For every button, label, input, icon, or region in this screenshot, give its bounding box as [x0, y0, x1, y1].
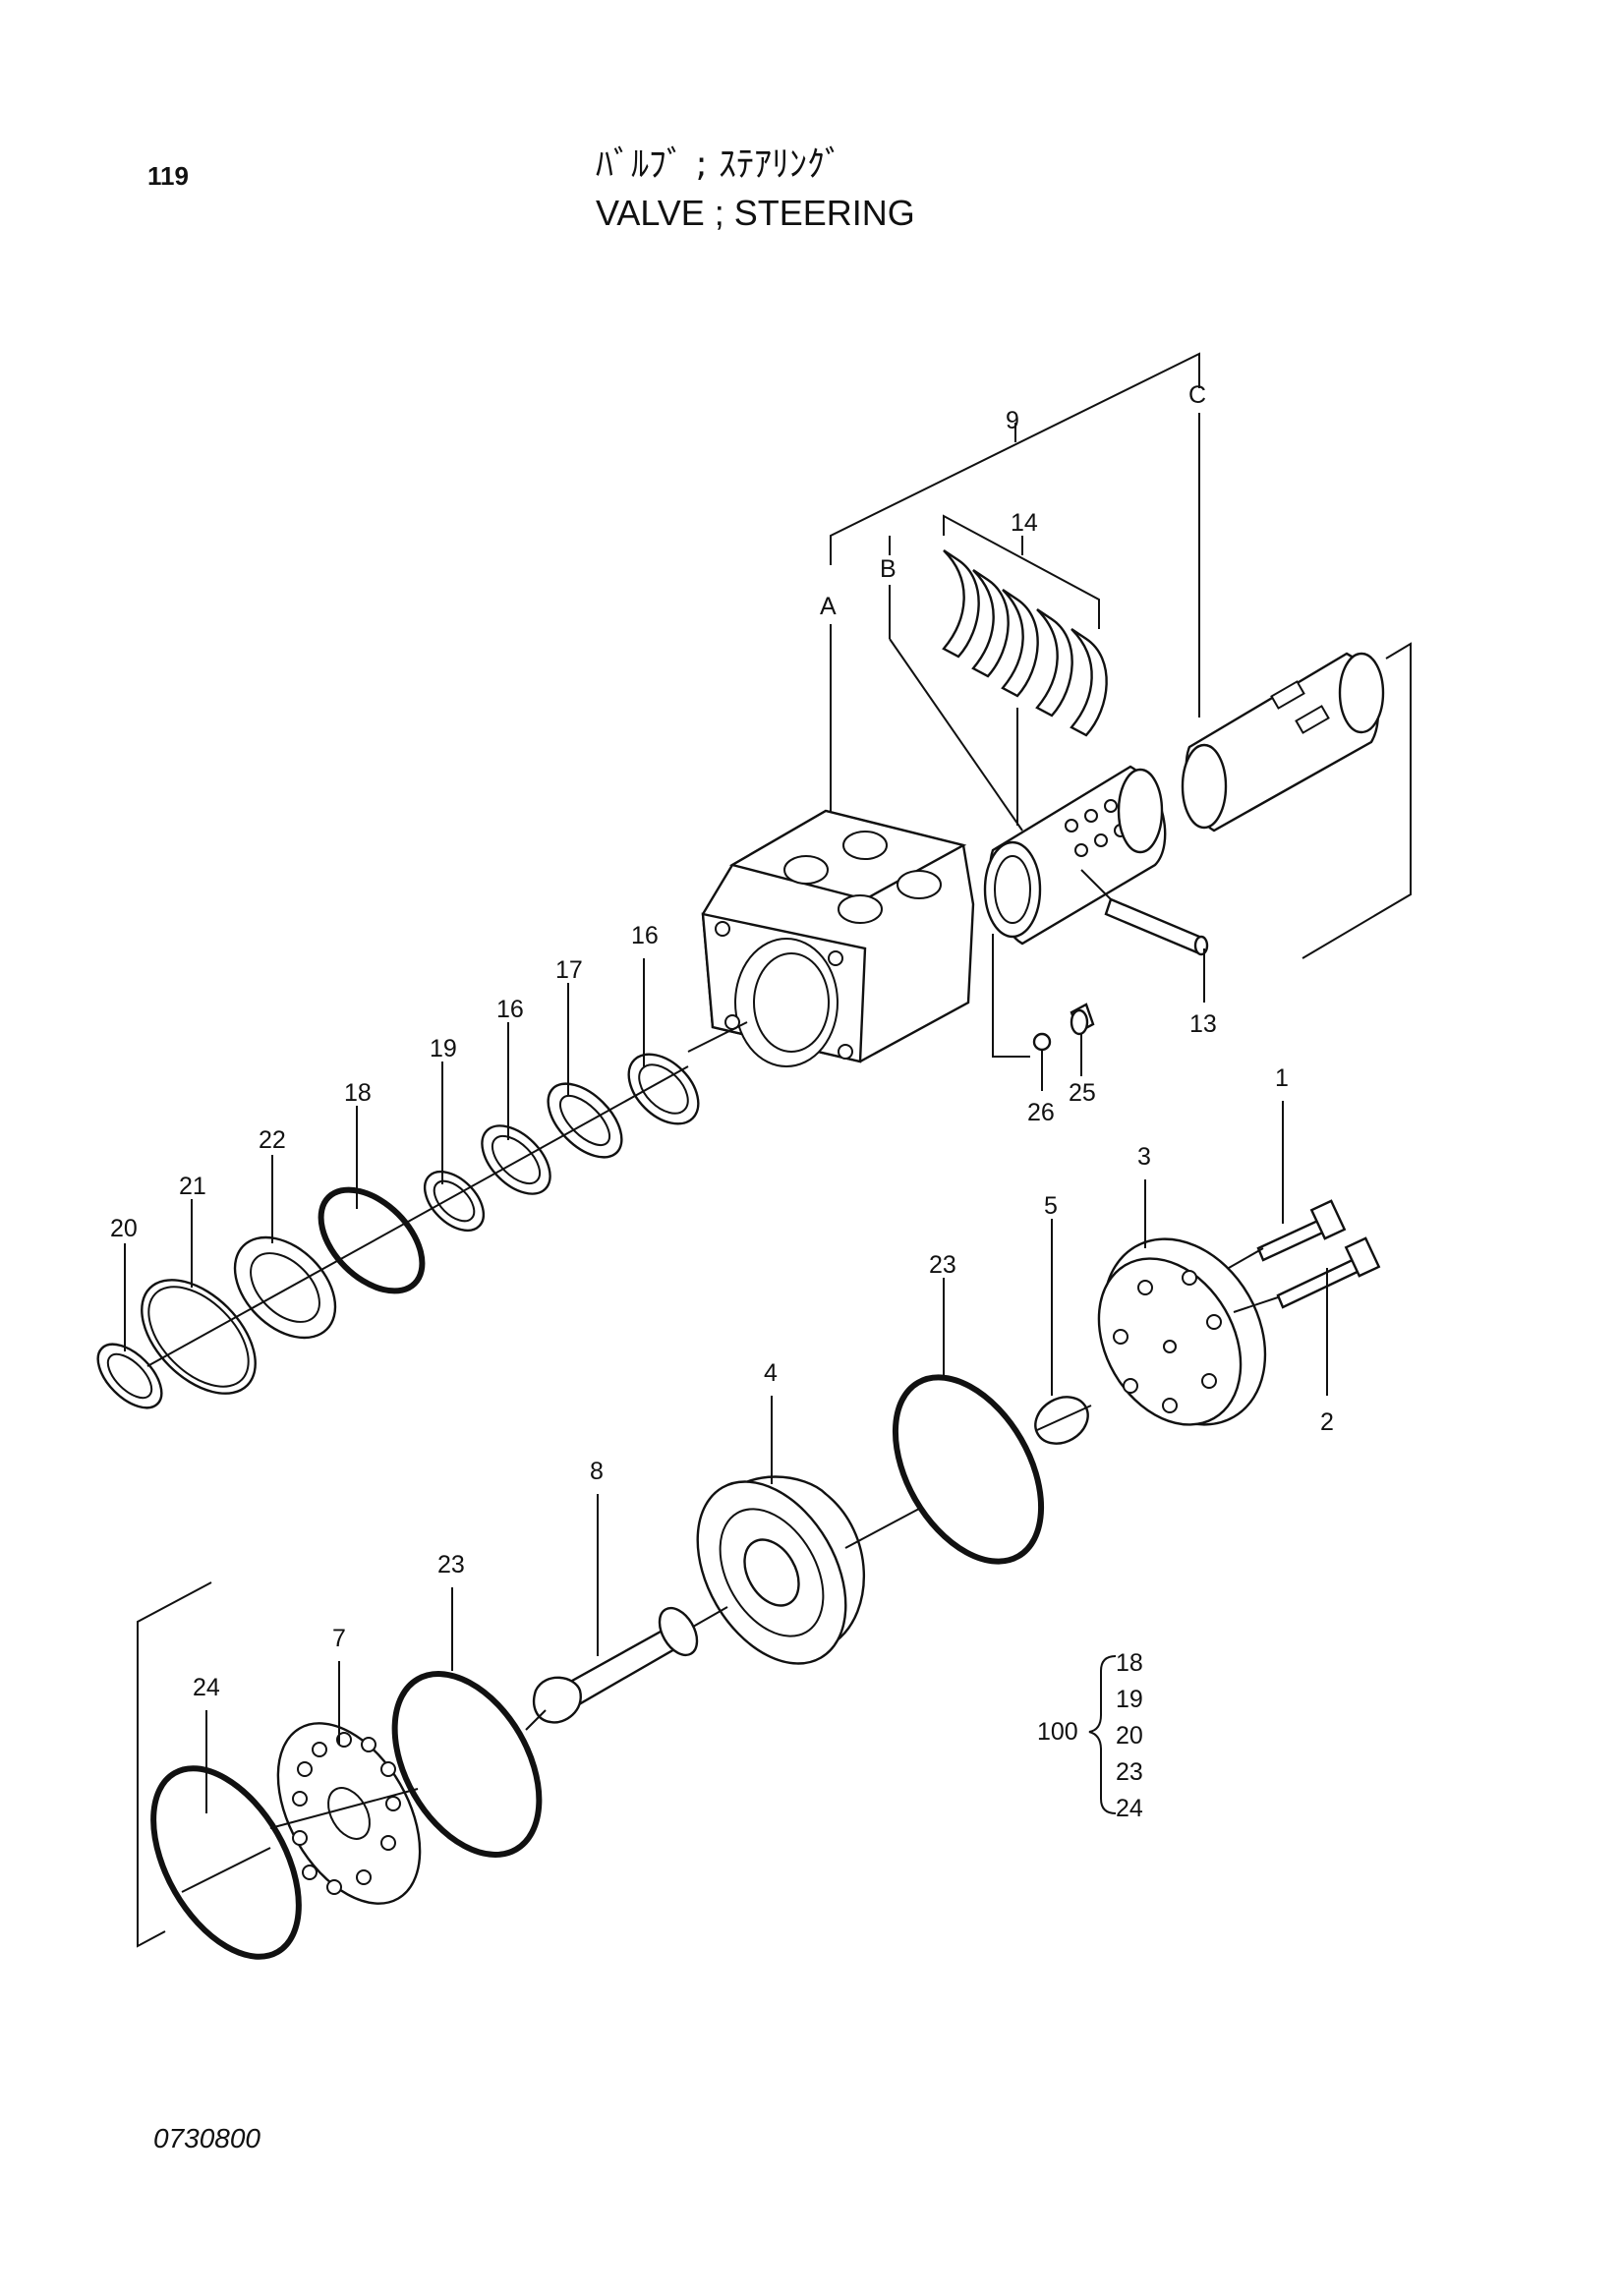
leader-B2: [889, 638, 1023, 832]
callout-22: 22: [259, 1126, 286, 1154]
callout-2: 2: [1320, 1408, 1334, 1436]
document-code: 0730800: [153, 2123, 261, 2153]
part-25-26-small-parts: [992, 934, 1095, 1091]
part-5-plug: [1034, 1219, 1089, 1445]
kit-item-1: 18: [1116, 1649, 1143, 1677]
valve-housing: [687, 809, 975, 1067]
callout-B: B: [880, 555, 897, 583]
callout-C: C: [1188, 381, 1206, 409]
part-4-gerotor: [696, 1396, 920, 1665]
part-1-2-bolts: [1228, 1101, 1381, 1396]
right-bracket: [1302, 642, 1412, 959]
callout-16-upper: 16: [631, 922, 659, 949]
part-23-o-ring-lower: [391, 1671, 543, 1858]
part-13-pin: [1080, 869, 1209, 1003]
kit-item-5: 24: [1116, 1795, 1143, 1822]
spool: [1181, 652, 1385, 832]
callout-20: 20: [110, 1215, 138, 1242]
title-english: VALVE ; STEERING: [596, 193, 915, 233]
kit-item-3: 20: [1116, 1722, 1143, 1750]
callout-23-lower: 23: [437, 1551, 465, 1578]
callout-23-upper: 23: [929, 1251, 956, 1279]
callout-9: 9: [1006, 407, 1019, 434]
callout-4: 4: [764, 1359, 778, 1387]
callout-17: 17: [555, 956, 583, 984]
page-number: 119: [147, 161, 189, 191]
spool-sleeve: [983, 765, 1167, 946]
part-24-o-ring: [150, 1765, 302, 1960]
callout-16-lower: 16: [496, 996, 524, 1023]
part-23-o-ring-upper: [892, 1374, 1045, 1565]
callout-8: 8: [590, 1458, 604, 1485]
kit-number: 100: [1037, 1718, 1078, 1746]
callout-3: 3: [1137, 1143, 1151, 1171]
callout-14: 14: [1011, 509, 1038, 537]
part-8-drive-shaft: [532, 1494, 728, 1724]
callout-18: 18: [344, 1079, 372, 1107]
kit-brace: [1088, 1655, 1117, 1814]
callout-13: 13: [1189, 1010, 1217, 1038]
callout-7: 7: [332, 1625, 346, 1652]
callout-21: 21: [179, 1173, 206, 1200]
part-14-leaf-springs: [942, 514, 1108, 826]
part-3-end-cap: [1097, 1237, 1267, 1426]
assembly-bracket-9: [830, 352, 1200, 565]
callout-26: 26: [1027, 1099, 1055, 1126]
upper-seal-stack: [96, 1053, 700, 1409]
callout-19: 19: [430, 1035, 457, 1062]
callout-5: 5: [1044, 1192, 1058, 1220]
kit-item-2: 19: [1116, 1686, 1143, 1713]
callout-1: 1: [1275, 1064, 1289, 1092]
callout-25: 25: [1069, 1079, 1096, 1107]
callout-24: 24: [193, 1674, 220, 1701]
callout-A: A: [820, 593, 837, 620]
left-bracket: [137, 1581, 212, 1948]
title-japanese: ﾊﾞﾙﾌﾞ ; ｽﾃｱﾘﾝｸﾞ: [596, 144, 843, 185]
kit-item-4: 23: [1116, 1758, 1143, 1786]
part-7-plate: [269, 1661, 422, 1905]
